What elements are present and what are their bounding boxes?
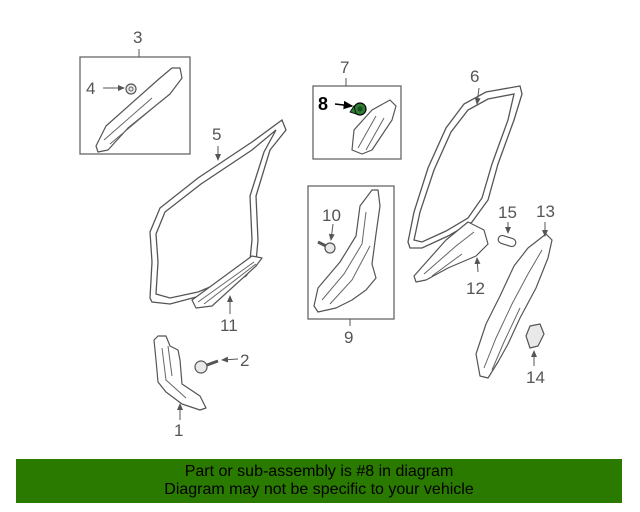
part-15-clip[interactable]: 15 [497, 203, 517, 248]
part-9-pillar-trim[interactable] [313, 189, 381, 313]
part-10-bolt[interactable] [317, 223, 336, 254]
banner-line-1: Part or sub-assembly is #8 in diagram [184, 463, 454, 480]
banner-line-2: Diagram may not be specific to your vehi… [164, 481, 474, 498]
callout-1: 1 [174, 421, 183, 440]
callout-4: 4 [86, 79, 95, 98]
part-12-rear-scuff[interactable]: 12 [413, 221, 489, 298]
group-7: 7 8 [312, 58, 402, 160]
part-13-rear-pillar[interactable]: 13 [475, 202, 555, 379]
callout-10: 10 [322, 206, 341, 225]
callout-13: 13 [536, 202, 555, 221]
callout-7: 7 [340, 58, 349, 77]
part-1-kick-panel[interactable]: 1 [153, 335, 207, 440]
group-3: 3 4 [79, 28, 191, 155]
callout-2: 2 [240, 351, 249, 370]
callout-6: 6 [470, 67, 479, 86]
callout-8[interactable]: 8 [318, 94, 328, 114]
part-11-scuff-plate[interactable]: 11 [191, 255, 263, 335]
callout-9: 9 [344, 328, 353, 347]
callout-12: 12 [466, 279, 485, 298]
part-14-clip[interactable]: 14 [525, 323, 545, 387]
callout-15: 15 [498, 203, 517, 222]
part-8-clip[interactable] [334, 100, 367, 116]
banner-background [16, 459, 622, 503]
callout-5: 5 [212, 125, 221, 144]
callout-11: 11 [220, 316, 238, 335]
group-9: 10 9 [307, 185, 395, 347]
part-7-trim[interactable] [351, 99, 397, 155]
info-banner: Part or sub-assembly is #8 in diagram Di… [16, 459, 622, 503]
callout-14: 14 [526, 368, 545, 387]
callout-3: 3 [133, 28, 142, 47]
part-2-bolt[interactable]: 2 [194, 351, 249, 374]
part-6-rear-door-seal[interactable]: 6 [407, 67, 523, 249]
